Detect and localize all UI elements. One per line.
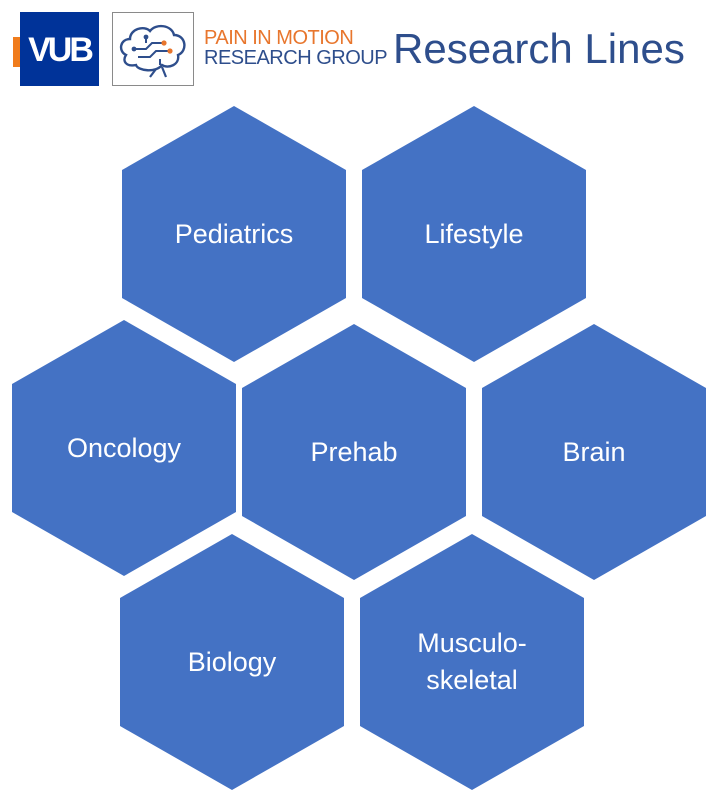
vub-logo-text: VUB [28,31,94,69]
hexagon-label: Pediatrics [174,218,294,249]
research-group-name: PAIN IN MOTION RESEARCH GROUP [204,27,388,69]
research-group-name-line2: RESEARCH GROUP [204,47,388,69]
vub-logo-box [20,12,99,86]
hexagon-musculoskeletal: Musculo- skeletal [360,534,584,790]
hexagon-oncology: Oncology [12,320,236,576]
header: VUB PAIN IN MOTION RESEARCH GROUP Resear… [0,0,720,100]
hexagon-label: Brain [562,436,626,467]
hexagon-label: Musculo- skeletal [417,628,527,695]
hexagon-label: Biology [187,646,277,677]
vub-logo: VUB [13,12,99,86]
page-title: Research Lines [393,25,685,72]
brain-circuit-icon [112,12,194,86]
research-group-name-line1: PAIN IN MOTION [204,27,354,49]
hexagon-prehab: Prehab [242,324,466,580]
hexagon-label: Lifestyle [424,218,524,249]
hexagon-pediatrics: Pediatrics [122,106,346,362]
hexagon-label: Oncology [66,432,182,463]
hexagon-brain: Brain [482,324,706,580]
hexagon-label: Prehab [310,436,398,467]
hexagon-biology: Biology [120,534,344,790]
vub-logo-accent [13,37,22,67]
hexagon-lifestyle: Lifestyle [362,106,586,362]
brain-circuit-graphic [119,24,186,78]
